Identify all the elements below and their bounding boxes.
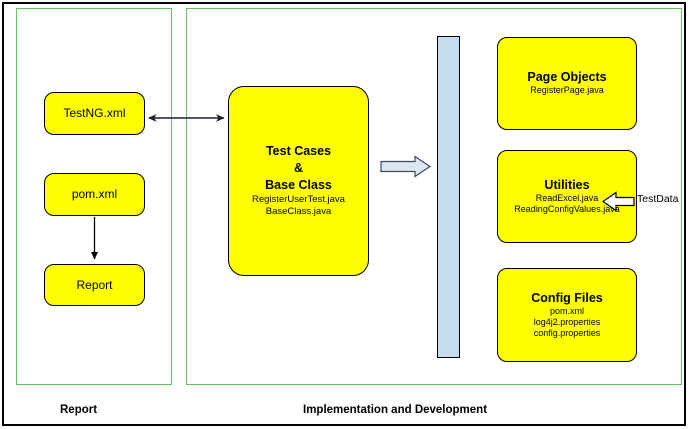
node-config-files-file-1: log4j2.properties bbox=[533, 316, 601, 327]
node-test-cases-base-class[interactable]: Test Cases & Base Class RegisterUserTest… bbox=[228, 86, 369, 276]
outer-frame-border bbox=[2, 2, 686, 426]
node-utilities-title: Utilities bbox=[544, 177, 590, 192]
panel-implementation bbox=[186, 8, 682, 385]
node-config-files-file-2: config.properties bbox=[533, 328, 601, 339]
node-report[interactable]: Report bbox=[44, 264, 145, 306]
node-test-cases-title-line3: Base Class bbox=[265, 178, 332, 193]
node-test-cases-title-line2: & bbox=[293, 161, 304, 176]
node-pom-xml-title: pom.xml bbox=[71, 187, 118, 202]
node-page-objects-file-0: RegisterPage.java bbox=[530, 85, 604, 96]
caption-report-panel: Report bbox=[60, 404, 98, 416]
node-utilities-file-1: ReadingConfigValues.java bbox=[514, 204, 620, 214]
node-config-files[interactable]: Config Files pom.xml log4j2.properties c… bbox=[497, 268, 637, 362]
node-testng-xml-title: TestNG.xml bbox=[63, 106, 126, 121]
node-pom-xml[interactable]: pom.xml bbox=[44, 173, 145, 216]
node-page-objects[interactable]: Page Objects RegisterPage.java bbox=[497, 37, 637, 130]
panel-report bbox=[16, 8, 172, 385]
node-config-files-file-0: pom.xml bbox=[549, 305, 584, 316]
node-testng-xml[interactable]: TestNG.xml bbox=[44, 92, 145, 135]
vertical-divider-bar bbox=[437, 36, 460, 358]
node-page-objects-title: Page Objects bbox=[527, 70, 607, 85]
node-test-cases-file-1: BaseClass.java bbox=[265, 206, 332, 218]
node-report-title: Report bbox=[76, 277, 113, 292]
node-utilities[interactable]: Utilities ReadExcel.java ReadingConfigVa… bbox=[497, 150, 637, 243]
label-testdata: TestData bbox=[637, 193, 679, 205]
node-test-cases-title-line1: Test Cases bbox=[265, 144, 332, 159]
node-config-files-title: Config Files bbox=[531, 290, 603, 305]
caption-implementation-panel: Implementation and Development bbox=[303, 404, 488, 416]
node-utilities-file-0: ReadExcel.java bbox=[535, 192, 599, 203]
node-test-cases-file-0: RegisterUserTest.java bbox=[252, 193, 345, 205]
